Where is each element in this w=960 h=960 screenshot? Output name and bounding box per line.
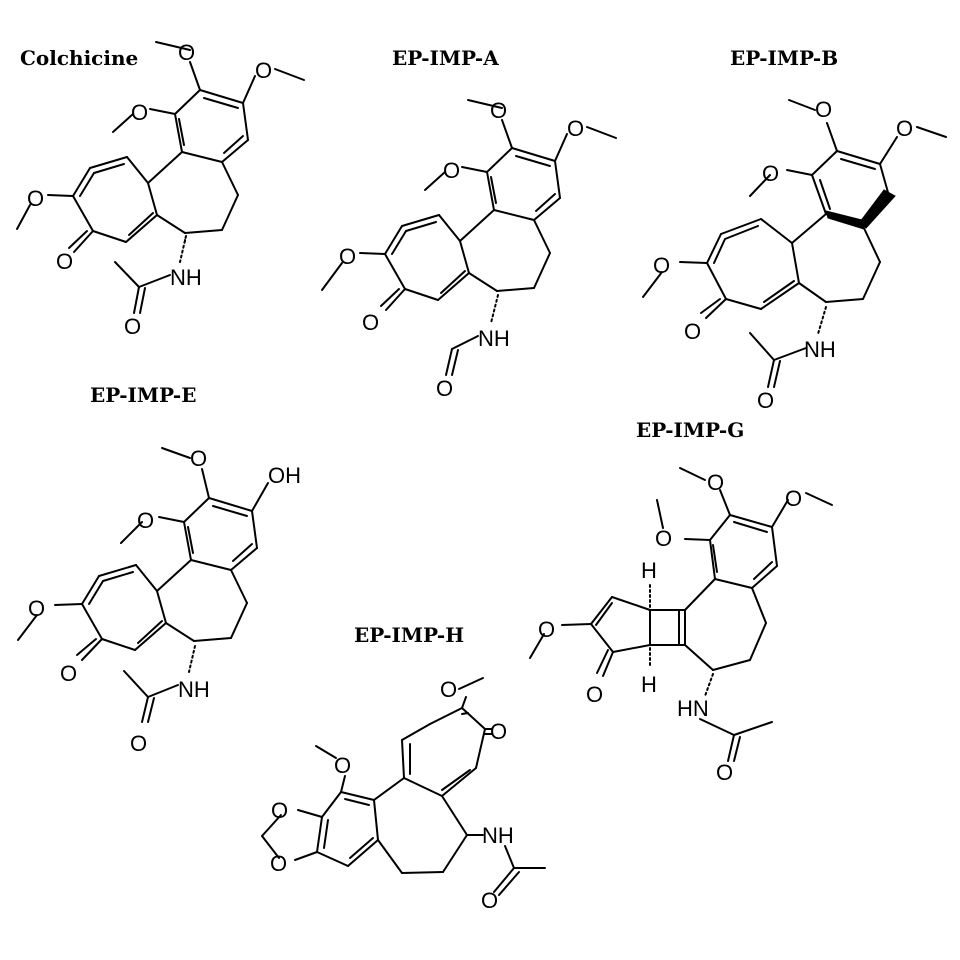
atom-o: O <box>130 731 147 756</box>
structure-colchicine: O O O O O NH O <box>16 40 305 339</box>
atom-o: O <box>538 617 555 642</box>
structure-ep-imp-e: O OH O O O NH O <box>17 446 301 756</box>
structure-ep-imp-h: O O O O O NH O <box>261 677 546 913</box>
atom-o: O <box>586 682 603 707</box>
structure-ep-imp-g: O O O H O H O HN O <box>529 467 833 785</box>
structure-ep-imp-b: O O O O O NH O <box>642 97 947 413</box>
atom-o: O <box>362 310 379 335</box>
molecule-title-ep-imp-e: EP-IMP-E <box>90 383 197 407</box>
atom-o: O <box>137 508 154 533</box>
atom-o: O <box>684 319 701 344</box>
molecule-title-ep-imp-h: EP-IMP-H <box>354 623 465 647</box>
atom-o: O <box>436 376 453 401</box>
atom-o: O <box>815 97 832 122</box>
atom-nh: NH <box>178 677 210 702</box>
atom-nh: NH <box>804 337 836 362</box>
bold-wedge <box>859 189 896 229</box>
atom-h: H <box>641 672 657 697</box>
atom-o: O <box>60 661 77 686</box>
atom-o: O <box>255 58 272 83</box>
atom-o: O <box>490 98 507 123</box>
atom-o: O <box>490 719 507 744</box>
atom-h: H <box>641 558 657 583</box>
atom-o: O <box>896 116 913 141</box>
atom-o: O <box>653 253 670 278</box>
atom-oh: OH <box>268 463 301 488</box>
atom-o: O <box>567 116 584 141</box>
atom-o: O <box>131 100 148 125</box>
atom-o: O <box>762 161 779 186</box>
atom-nh: NH <box>478 326 510 351</box>
atom-o: O <box>655 526 672 551</box>
atom-o: O <box>757 388 774 413</box>
atom-o: O <box>178 40 195 65</box>
atom-o: O <box>716 760 733 785</box>
atom-nh: NH <box>482 823 514 848</box>
bold-wedge <box>825 210 865 230</box>
molecule-title-ep-imp-b: EP-IMP-B <box>730 46 839 70</box>
atom-o: O <box>124 314 141 339</box>
atom-o: O <box>481 888 498 913</box>
atom-o: O <box>443 158 460 183</box>
atom-o: O <box>707 470 724 495</box>
atom-o: O <box>270 851 287 876</box>
molecule-title-ep-imp-a: EP-IMP-A <box>392 46 499 70</box>
atom-o: O <box>190 446 207 471</box>
atom-hn: HN <box>677 696 709 721</box>
atom-o: O <box>785 486 802 511</box>
molecule-title-colchicine: Colchicine <box>20 46 139 70</box>
atom-o: O <box>339 244 356 269</box>
atom-o: O <box>271 798 288 823</box>
atom-o: O <box>56 249 73 274</box>
molecule-title-ep-imp-g: EP-IMP-G <box>636 418 745 442</box>
atom-o: O <box>440 677 457 702</box>
atom-o: O <box>334 753 351 778</box>
atom-nh: NH <box>170 265 202 290</box>
structure-ep-imp-a: O O O O O NH O <box>321 98 617 401</box>
atom-o: O <box>27 186 44 211</box>
atom-o: O <box>28 596 45 621</box>
